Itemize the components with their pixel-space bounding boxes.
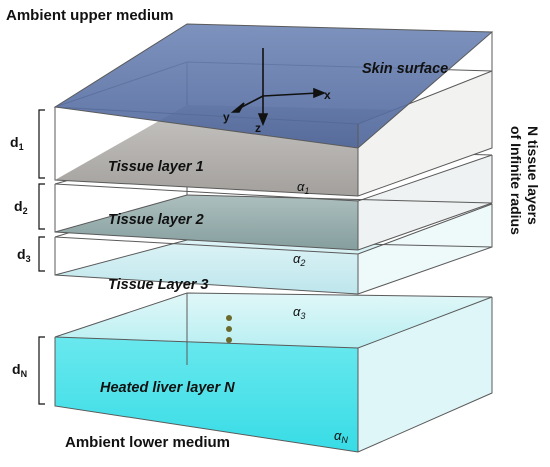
alpha-2-label: α2 bbox=[293, 251, 305, 268]
liver-layer-box bbox=[54, 292, 493, 453]
ambient-lower-label: Ambient lower medium bbox=[65, 434, 230, 451]
axis-z-label: z bbox=[255, 121, 261, 135]
alpha-1-label: α1 bbox=[297, 179, 309, 196]
thickness-brackets bbox=[38, 109, 45, 405]
ambient-upper-label: Ambient upper medium bbox=[6, 7, 174, 24]
coordinate-axes bbox=[230, 48, 327, 127]
alpha-n-label: αN bbox=[334, 428, 348, 445]
d1-label: d1 bbox=[10, 134, 24, 152]
layer-n-label: Heated liver layer N bbox=[100, 380, 235, 396]
axis-x-label: x bbox=[324, 88, 331, 102]
layer-2-label: Tissue layer 2 bbox=[108, 212, 204, 228]
continuation-dots bbox=[226, 315, 232, 343]
skin-surface bbox=[53, 23, 494, 149]
axis-y-label: y bbox=[223, 110, 230, 124]
d2-label: d2 bbox=[14, 198, 28, 216]
side-label-line1: N tissue layers bbox=[525, 126, 541, 225]
layer-3-label: Tissue Layer 3 bbox=[108, 277, 209, 293]
side-label: N tissue layers of Infinite radius bbox=[508, 126, 541, 235]
d3-label: d3 bbox=[17, 246, 31, 264]
side-label-line2: of Infinite radius bbox=[508, 126, 524, 235]
skin-surface-label: Skin surface bbox=[362, 61, 448, 77]
layer-1-label: Tissue layer 1 bbox=[108, 159, 204, 175]
dn-label: dN bbox=[12, 361, 27, 379]
alpha-3-label: α3 bbox=[293, 304, 305, 321]
